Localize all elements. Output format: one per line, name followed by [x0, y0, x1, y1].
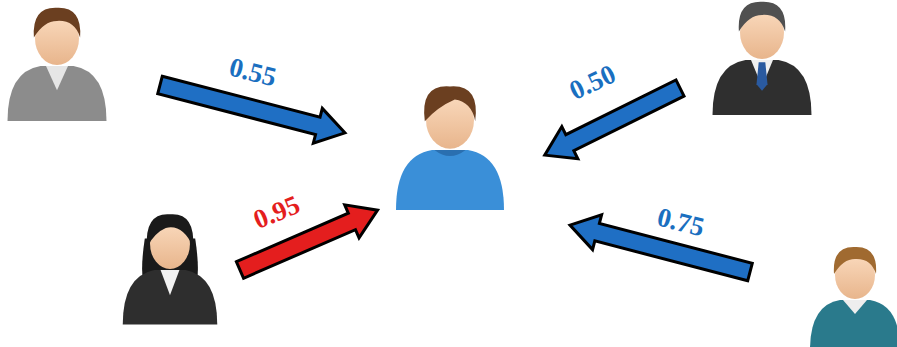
- person-icon: [713, 2, 812, 115]
- person-body: [713, 60, 812, 115]
- weight-label: 0.95: [248, 189, 303, 235]
- person-icon: [7, 8, 106, 121]
- person-body: [7, 66, 106, 121]
- person-hair: [424, 86, 476, 121]
- person-tie: [757, 62, 768, 91]
- person-shirt: [46, 66, 68, 90]
- person-collar: [434, 150, 465, 156]
- person-body: [123, 270, 218, 325]
- person-icon: [810, 247, 897, 347]
- person-hair: [147, 214, 194, 247]
- person-shirt: [161, 270, 180, 295]
- person-hair: [34, 8, 81, 38]
- person-shirt: [843, 300, 867, 314]
- weight-label: 0.55: [225, 51, 278, 93]
- person-body: [396, 150, 504, 210]
- person-hair: [739, 2, 786, 32]
- person-hair: [834, 247, 876, 274]
- person-body: [810, 300, 897, 347]
- person-icon: [123, 214, 218, 324]
- weight-label: 0.75: [653, 201, 706, 243]
- person-icon: [396, 86, 504, 210]
- weight-label: 0.50: [564, 58, 620, 106]
